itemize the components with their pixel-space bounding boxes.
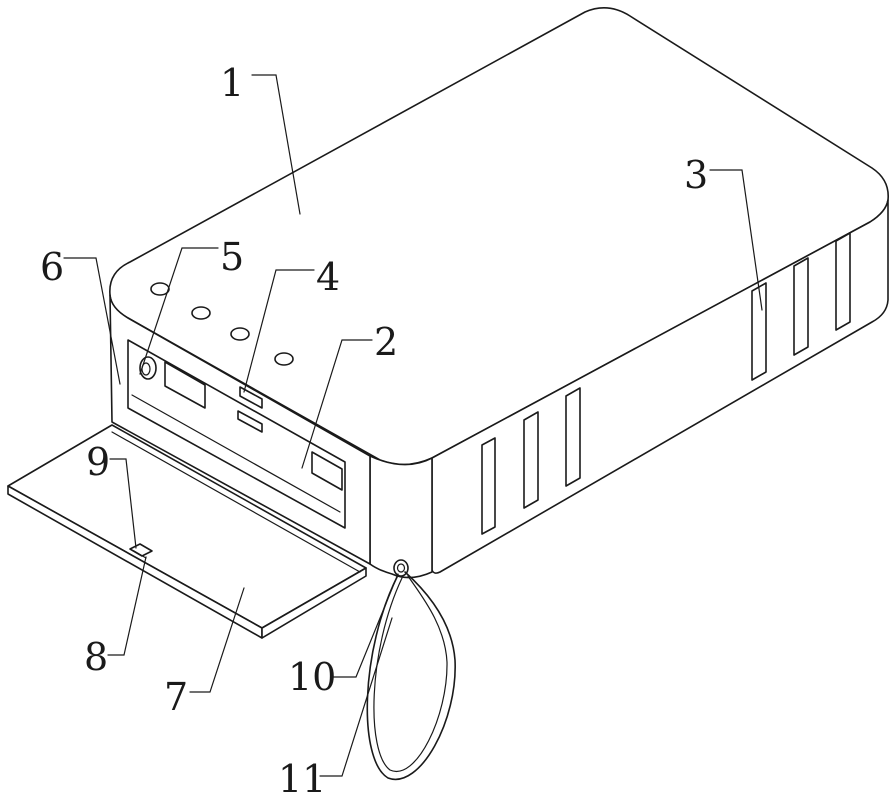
label-2: 2 (374, 320, 398, 364)
label-11: 11 (278, 757, 326, 801)
label-7: 7 (164, 675, 188, 719)
leader-line-8 (108, 557, 146, 655)
label-8: 8 (84, 635, 108, 679)
label-4: 4 (316, 255, 340, 299)
lanyard (367, 560, 455, 779)
label-3: 3 (684, 153, 708, 197)
label-10: 10 (288, 655, 336, 699)
label-9: 9 (86, 440, 110, 484)
lanyard-strap (367, 572, 455, 779)
label-1: 1 (220, 61, 244, 105)
label-5: 5 (220, 235, 244, 279)
label-6: 6 (40, 245, 64, 289)
